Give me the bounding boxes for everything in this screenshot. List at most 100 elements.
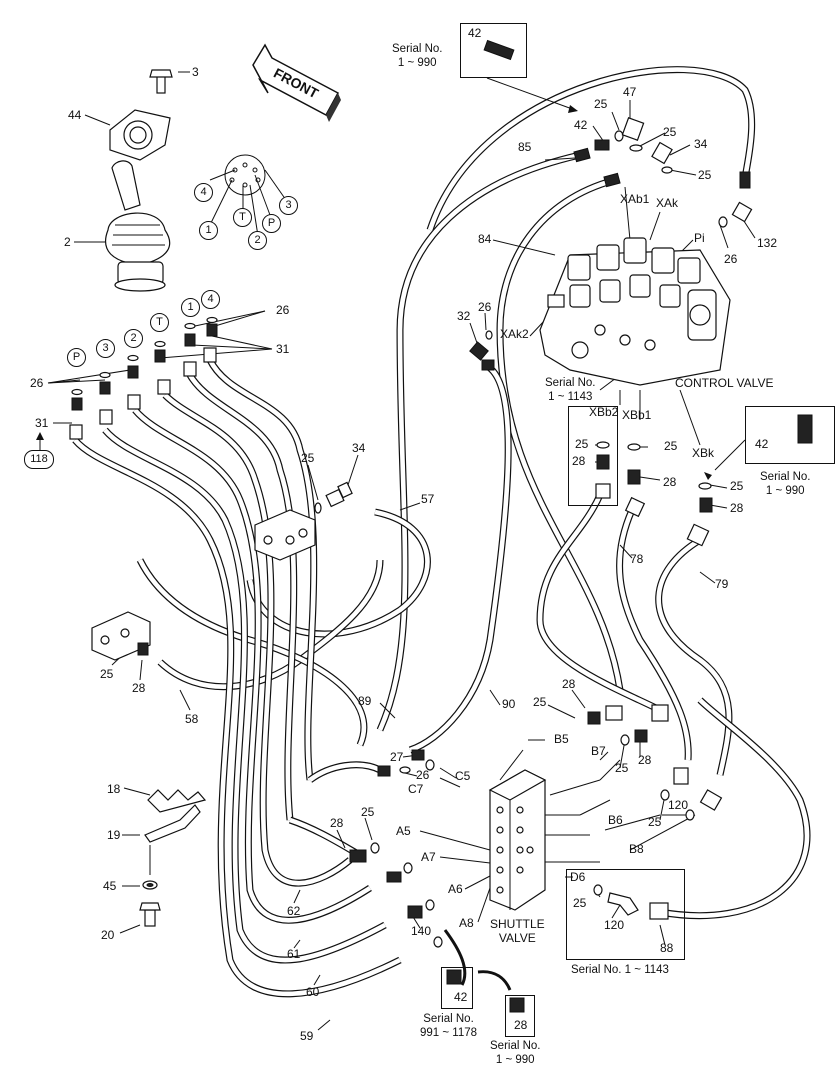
fittings-lower — [349, 704, 723, 1013]
callout-79: 79 — [715, 577, 729, 591]
fitting-row-6 — [71, 388, 83, 411]
bolt-3 — [149, 69, 173, 94]
serial-note-1-990-right: Serial No. 1 ~ 990 — [760, 471, 811, 497]
port-mark-p: P — [67, 348, 86, 367]
callout-44: 44 — [68, 108, 82, 122]
front-arrow — [252, 43, 341, 122]
callout-25: 25 — [648, 815, 662, 829]
hose-78 — [536, 493, 662, 714]
serial-box-42-top — [460, 23, 527, 78]
hose-89 — [136, 558, 368, 747]
callout-28: 28 — [330, 816, 344, 830]
port-mark-3: 3 — [279, 196, 298, 215]
callout-25: 25 — [663, 125, 677, 139]
port-mark-p: P — [262, 214, 281, 233]
callout-47: 47 — [623, 85, 637, 99]
joystick-assembly — [104, 69, 173, 292]
callout-32: 32 — [457, 309, 471, 323]
serial-box-28-bottom — [505, 995, 535, 1037]
callout-26: 26 — [478, 300, 492, 314]
callout-31: 31 — [35, 416, 49, 430]
callout-58: 58 — [185, 712, 199, 726]
callout-42: 42 — [454, 990, 468, 1004]
callout-28: 28 — [572, 454, 586, 468]
manifold-block-lower — [91, 611, 151, 661]
callout-20: 20 — [101, 928, 115, 942]
hose-84 — [496, 176, 624, 691]
callout-45: 45 — [103, 879, 117, 893]
callout-42: 42 — [574, 118, 588, 132]
hose-57 — [246, 508, 431, 638]
callout-26: 26 — [724, 252, 738, 266]
bracket-parts — [139, 789, 207, 927]
serial-box-xbb2 — [568, 406, 618, 506]
callout-31: 31 — [276, 342, 290, 356]
callout-2: 2 — [64, 235, 71, 249]
plate-44 — [109, 109, 171, 161]
callout-57: 57 — [421, 492, 435, 506]
port-xab1: XAb1 — [620, 192, 650, 206]
hose-60 — [102, 427, 387, 964]
callout-25: 25 — [730, 479, 744, 493]
callout-140: 140 — [411, 924, 432, 938]
callout-18: 18 — [107, 782, 121, 796]
lever-2 — [104, 160, 171, 292]
shuttle-valve-label: SHUTTLE VALVE — [490, 917, 545, 945]
hose-top-right-loop — [426, 66, 756, 232]
hoses — [72, 66, 811, 998]
port-xbk: XBk — [692, 446, 715, 460]
callout-25: 25 — [533, 695, 547, 709]
serial-box-42-right — [745, 406, 835, 464]
port-pattern — [224, 154, 266, 196]
port-mark-t: T — [150, 313, 169, 332]
callout-28: 28 — [730, 501, 744, 515]
serial-box-42-bottom — [441, 967, 473, 1009]
callout-25: 25 — [361, 805, 375, 819]
hose-62 — [162, 392, 353, 887]
port-d6: D6 — [570, 870, 586, 884]
port-mark-4: 4 — [194, 183, 213, 202]
port-xbb2: XBb2 — [589, 405, 619, 419]
callout-42: 42 — [468, 26, 482, 40]
callout-34: 34 — [694, 137, 708, 151]
callout-25: 25 — [594, 97, 608, 111]
shuttle-valve — [488, 769, 547, 911]
callout-27: 27 — [390, 750, 404, 764]
callout-62: 62 — [287, 904, 301, 918]
callout-61: 61 — [287, 947, 301, 961]
fittings-middle-right — [595, 414, 813, 547]
fitting-34a — [314, 481, 353, 514]
callout-19: 19 — [107, 828, 121, 842]
callout-120: 120 — [668, 798, 689, 812]
port-a7: A7 — [421, 850, 436, 864]
serial-note-1-990-bottom: Serial No. 1 ~ 990 — [490, 1040, 541, 1066]
callout-120: 120 — [604, 918, 625, 932]
hose-j6 — [206, 358, 318, 781]
callout-84: 84 — [478, 232, 492, 246]
hose-85 — [376, 151, 581, 732]
serial-link-curve-2 — [477, 970, 512, 991]
hose-59 — [72, 437, 402, 998]
port-pi: Pi — [694, 231, 705, 245]
callout-3: 3 — [192, 65, 199, 79]
serial-note-1-990: Serial No. 1 ~ 990 — [392, 43, 443, 69]
fitting-row-4 — [127, 354, 139, 379]
callout-25: 25 — [698, 168, 712, 182]
hose-j5 — [186, 373, 298, 821]
callout-28: 28 — [638, 753, 652, 767]
port-mark-2: 2 — [124, 329, 143, 348]
callout-25: 25 — [301, 451, 315, 465]
port-mark-2: 2 — [248, 231, 267, 250]
serial-box-d6 — [566, 869, 685, 960]
callout-42: 42 — [755, 437, 769, 451]
fitting-row-3 — [154, 340, 166, 363]
callout-118: 118 — [24, 450, 54, 469]
port-xak: XAk — [656, 196, 679, 210]
port-c7: C7 — [408, 782, 424, 796]
callout-25: 25 — [615, 761, 629, 775]
callout-25: 25 — [575, 437, 589, 451]
callout-25: 25 — [664, 439, 678, 453]
callout-78: 78 — [630, 552, 644, 566]
callout-132: 132 — [757, 236, 778, 250]
